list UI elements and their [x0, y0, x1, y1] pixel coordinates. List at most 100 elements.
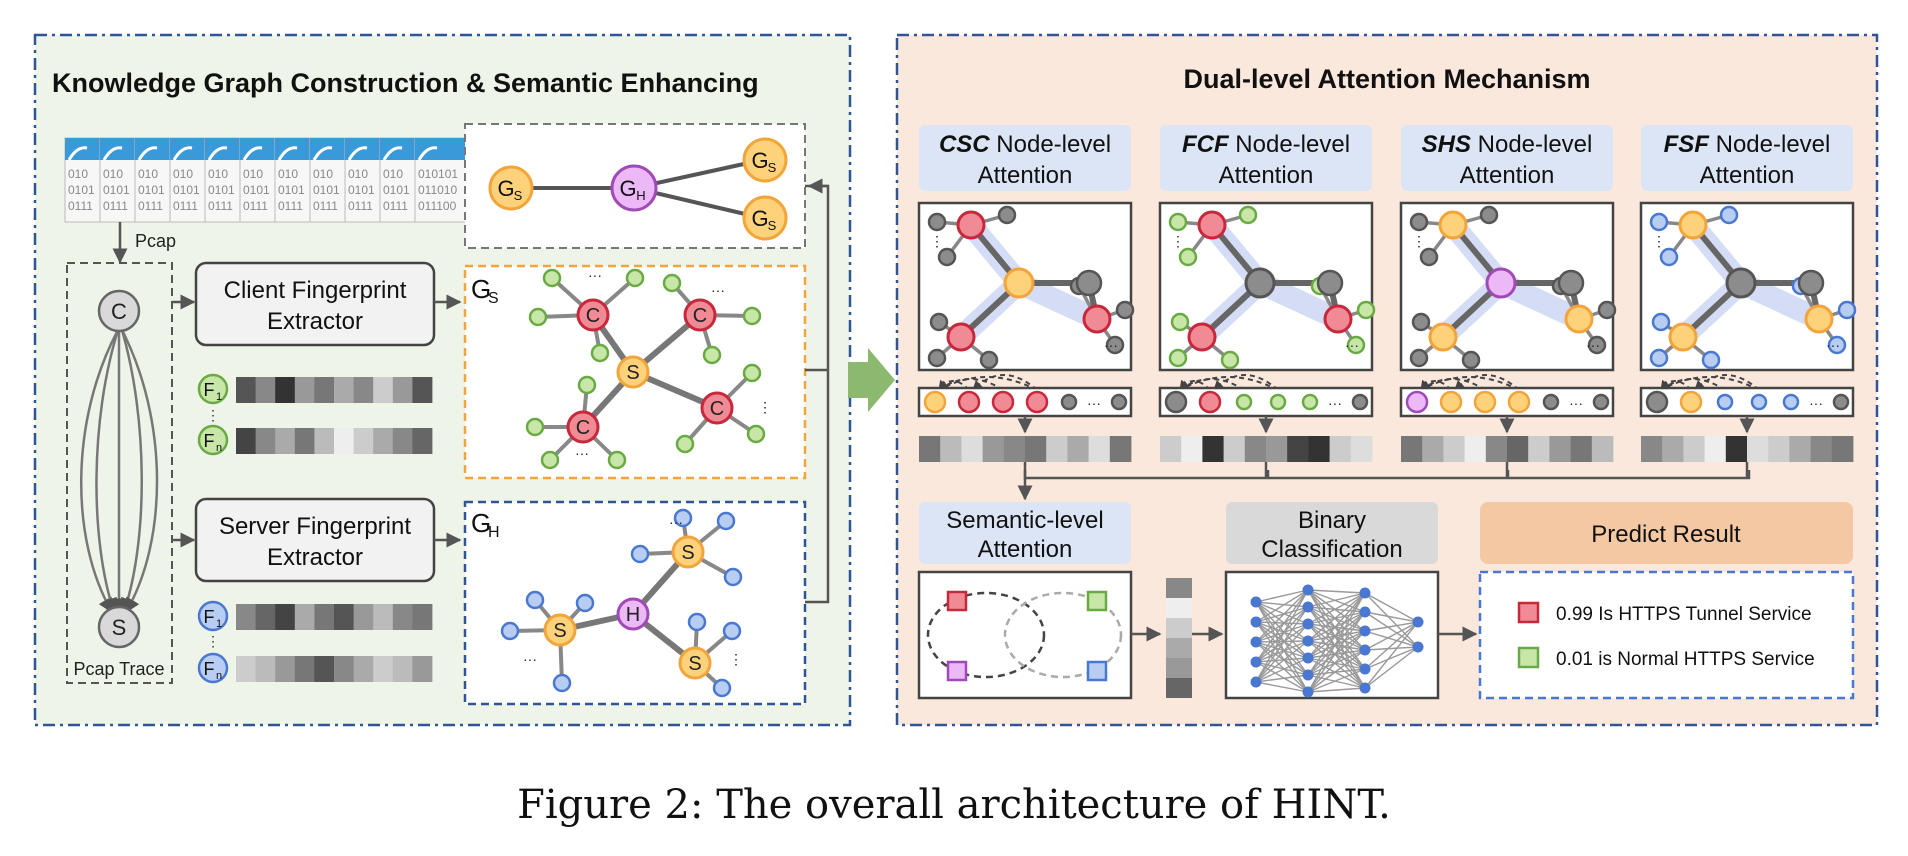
result-tunnel-text: 0.99 Is HTTPS Tunnel Service [1556, 604, 1812, 625]
nn-edge [1255, 589, 1309, 643]
sequence-ellipsis: ··· [1328, 395, 1342, 411]
client-f1-badge: F 1 [197, 373, 229, 405]
svg-text:G: G [751, 206, 768, 231]
nn-edge [1255, 661, 1309, 676]
nn-edge [1255, 641, 1309, 659]
feature-bar-cell [275, 377, 296, 403]
feature-bar-cell [353, 604, 374, 630]
server-feature-vdots: ⋮ [206, 633, 220, 649]
attention-output-cell [1223, 436, 1246, 462]
nn-edge [1307, 606, 1366, 632]
attention-header-line2: Attention [978, 162, 1073, 189]
left-panel-title: Knowledge Graph Construction & Semantic … [52, 68, 759, 98]
feature-bar-cell [412, 604, 433, 630]
pcap-file-bits: 010 [103, 167, 123, 181]
gs-node [576, 298, 610, 332]
gs-node [616, 355, 650, 389]
pcap-file-bits: 010 [208, 167, 228, 181]
nn-edge [1307, 592, 1366, 642]
sequence-node [1198, 390, 1222, 414]
nn-edge [1255, 606, 1309, 623]
binary-header-line1: Binary [1298, 507, 1366, 534]
pcap-file-icon: 010 0101 0111 [99, 137, 139, 223]
gs-leaf-node [746, 424, 766, 444]
attention-node [1323, 304, 1353, 334]
sequence-node [1832, 393, 1850, 411]
gh-leaf-node [722, 621, 742, 641]
gs-ellipsis: ··· [711, 282, 725, 298]
attention-output-cell [1244, 436, 1267, 462]
attention-output-cell [919, 436, 941, 462]
nn-edge [1307, 640, 1366, 651]
nn-edge [1307, 589, 1366, 670]
attention-leaf-node [1409, 212, 1429, 232]
attention-ellipsis: ··· [1826, 337, 1840, 353]
attention-output-cell [1003, 436, 1026, 462]
nn-edge [1307, 623, 1366, 670]
pcap-file-bits: 0111 [68, 199, 93, 213]
predict-result-box [1478, 570, 1855, 700]
semantic-vector-cell [1166, 578, 1192, 598]
gs-leaf-node [528, 307, 548, 327]
gh-leaf-node [716, 511, 736, 531]
svg-text:F: F [204, 431, 215, 451]
nn-neuron [1302, 669, 1314, 681]
nn-edge [1307, 630, 1366, 693]
server-extractor-line2: Extractor [267, 544, 363, 571]
nn-edge [1255, 621, 1309, 642]
pcap-file-bits: 010 [68, 167, 88, 181]
pcap-file-bits: 0111 [103, 199, 128, 213]
attention-arrow [1660, 376, 1760, 391]
pcap-file-bits: 010 [348, 167, 368, 181]
nn-neuron [1250, 616, 1262, 628]
feature-bar-cell [314, 656, 335, 682]
neural-network [1250, 584, 1424, 698]
svg-text:F: F [204, 380, 215, 400]
pcap-file-bits: 0101 [103, 183, 130, 197]
attention-leaf-node [1220, 350, 1240, 370]
nn-neuron [1359, 663, 1371, 675]
attention-vdots: ⋮ [1652, 233, 1666, 249]
attention-header-line1: FCF Node-level [1182, 131, 1350, 158]
feature-bar-cell [294, 604, 315, 630]
attention-output-cell [1464, 436, 1487, 462]
semantic-vector-cell [1166, 678, 1192, 698]
attention-header [1641, 125, 1853, 191]
attention-leaf-node [1356, 300, 1376, 320]
nn-edge [1364, 646, 1419, 651]
attention-leaf-node [1701, 350, 1721, 370]
pcap-file-bits: 0111 [348, 199, 373, 213]
gs-ellipsis: ··· [588, 267, 602, 283]
nn-neuron [1359, 682, 1371, 694]
attention-output-cell [1831, 436, 1854, 462]
gs-leaf-node [675, 434, 695, 454]
attention-leaf-node [997, 205, 1017, 225]
attention-node [1678, 210, 1708, 240]
gs-node [700, 391, 734, 425]
attention-leaf-node [927, 212, 947, 232]
feature-bar-cell [373, 656, 394, 682]
attention-output-cell [1549, 436, 1571, 462]
gs-leaf-node [742, 306, 762, 326]
gs-leaf-node [625, 268, 645, 288]
attention-node [1428, 322, 1458, 352]
attention-output-cell [1160, 436, 1182, 462]
feature-bar-cell [275, 656, 296, 682]
nn-edge [1364, 621, 1419, 651]
trace-server-node: S [112, 615, 127, 640]
attention-output-cell [1789, 436, 1811, 462]
sequence-node [1750, 393, 1768, 411]
nn-edge [1307, 687, 1366, 693]
gh-node [678, 646, 712, 680]
feature-bar-cell [314, 428, 335, 454]
nn-edge [1307, 592, 1366, 608]
sequence-node [1542, 393, 1560, 411]
attention-node [946, 322, 976, 352]
attention-output-cell [1507, 436, 1529, 462]
gs-leaf-node [542, 268, 562, 288]
feature-bar-cell [314, 604, 335, 630]
feature-bar-cell [236, 377, 256, 403]
svg-text:H: H [636, 188, 645, 203]
